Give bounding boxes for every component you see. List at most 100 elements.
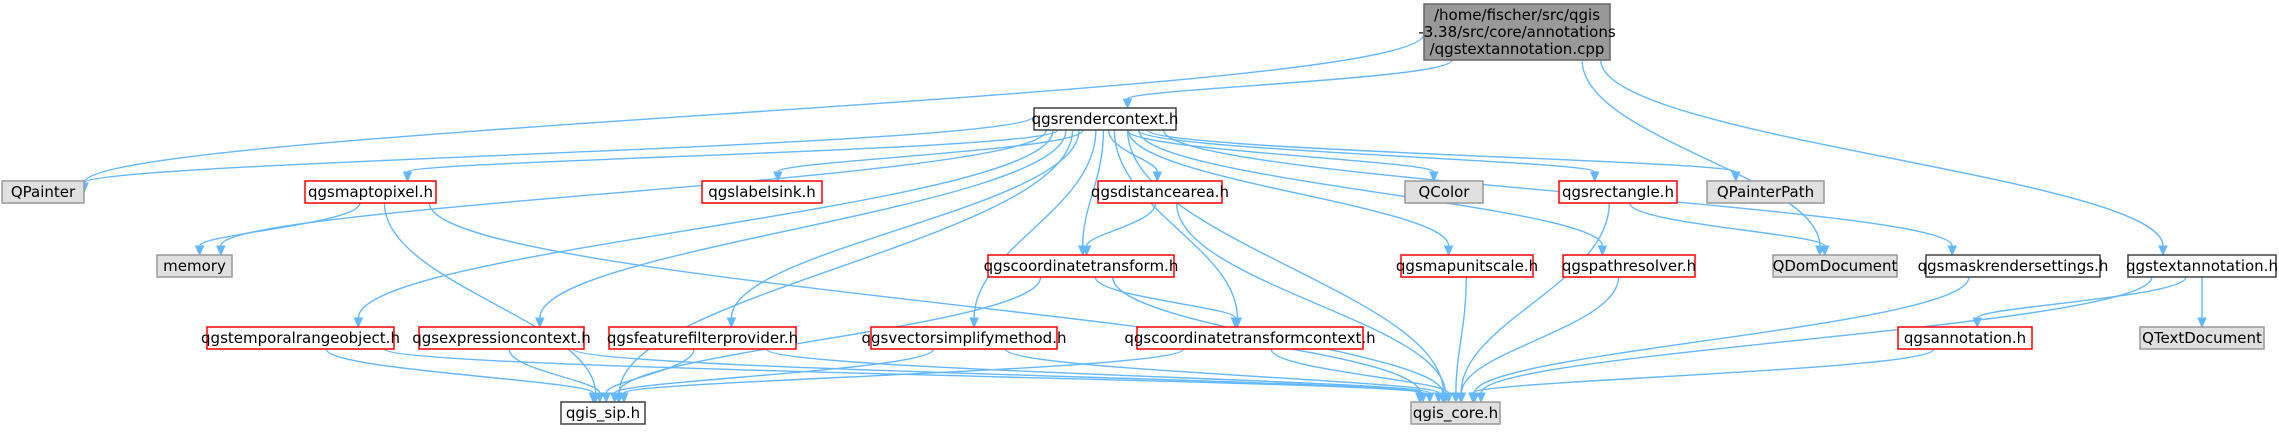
node-label: qgscoordinatetransform.h — [984, 257, 1179, 275]
node-qdomdocument[interactable]: QDomDocument — [1772, 254, 1898, 278]
node-box — [1136, 326, 1364, 350]
node-label: qgis_core.h — [1413, 404, 1498, 423]
edge-temporalrange-to-qgiscore — [383, 348, 1425, 404]
node-label: qgstextannotation.h — [2126, 257, 2278, 275]
edge-root-to-qdomdocument — [1581, 59, 1825, 257]
node-box — [701, 180, 823, 204]
edge-rendercontext-to-maskrender — [1162, 129, 1958, 257]
node-vectorsimplify[interactable]: qgsvectorsimplifymethod.h — [862, 326, 1067, 350]
node-label: /home/fischer/src/qgis — [1434, 6, 1600, 24]
edge-coordtransformctx-to-qgiscore — [1270, 348, 1454, 404]
node-box — [1706, 180, 1825, 204]
node-qpainter[interactable]: QPainter — [1, 180, 85, 204]
node-labelsink[interactable]: qgslabelsink.h — [701, 180, 823, 204]
node-label: QTextDocument — [2142, 329, 2262, 347]
node-qcolor[interactable]: QColor — [1404, 180, 1484, 204]
node-label: -3.38/src/core/annotations — [1418, 23, 1616, 41]
edge-root-to-qpainter — [79, 33, 1425, 194]
edge-annotation-to-qgiscore — [1468, 348, 1935, 404]
edge-textannotation-to-qtextdocument — [2197, 277, 2207, 329]
node-qgissip[interactable]: qgis_sip.h — [560, 401, 646, 425]
node-box — [987, 254, 1175, 278]
edge-exprcontext-to-qgiscore — [572, 348, 1428, 404]
node-box — [1925, 254, 2101, 278]
edge-rendercontext-to-rectangle — [1137, 129, 1600, 183]
edge-rendercontext-to-maptopixel — [402, 129, 1059, 183]
node-label: qgsmaskrendersettings.h — [1918, 257, 2109, 275]
edge-rendercontext-to-coordtransformctx — [1113, 129, 1243, 329]
node-box — [1, 180, 85, 204]
node-box — [1772, 254, 1898, 278]
edge-rendercontext-to-pathresolver — [1138, 129, 1608, 257]
edge-temporalrange-to-qgissip — [325, 348, 598, 404]
edge-maptopixel-to-qgissip — [383, 202, 601, 404]
edge-rendercontext-to-temporalrange — [353, 129, 1054, 329]
node-label: qgsfeaturefilterprovider.h — [607, 329, 798, 347]
node-label: qgsannotation.h — [1904, 329, 2026, 347]
edge-featurefilter-to-qgissip — [601, 348, 695, 404]
node-pathresolver[interactable]: qgspathresolver.h — [1562, 254, 1696, 278]
node-root[interactable]: /home/fischer/src/qgis-3.38/src/core/ann… — [1418, 3, 1616, 61]
node-label: QColor — [1419, 183, 1471, 201]
node-distancearea[interactable]: qgsdistancearea.h — [1091, 180, 1229, 204]
edge-pathresolver-to-qgiscore — [1456, 276, 1620, 404]
dependency-nodes: /home/fischer/src/qgis-3.38/src/core/ann… — [1, 3, 2278, 425]
node-textannotation[interactable]: qgstextannotation.h — [2126, 254, 2278, 278]
node-box — [1097, 180, 1223, 204]
edge-rendercontext-to-qpainterpath — [1146, 129, 1741, 183]
node-label: qgspathresolver.h — [1562, 257, 1696, 275]
node-temporalrange[interactable]: qgstemporalrangeobject.h — [201, 326, 400, 350]
edge-featurefilter-to-qgiscore — [765, 348, 1435, 404]
node-coordtransform[interactable]: qgscoordinatetransform.h — [984, 254, 1179, 278]
node-label: qgsrectangle.h — [1562, 183, 1674, 201]
node-box — [1562, 254, 1696, 278]
node-box — [2127, 254, 2277, 278]
node-qgiscore[interactable]: qgis_core.h — [1410, 401, 1501, 425]
node-rectangle[interactable]: qgsrectangle.h — [1558, 180, 1678, 204]
node-qtextdocument[interactable]: QTextDocument — [2139, 326, 2265, 350]
edge-rendercontext-to-exprcontext — [535, 129, 1067, 329]
node-label: qgis_sip.h — [566, 404, 640, 423]
node-maskrender[interactable]: qgsmaskrendersettings.h — [1918, 254, 2109, 278]
node-box — [206, 326, 395, 350]
node-box — [418, 326, 585, 350]
node-box — [608, 326, 797, 350]
node-featurefilter[interactable]: qgsfeaturefilterprovider.h — [607, 326, 798, 350]
node-qpainterpath[interactable]: QPainterPath — [1706, 180, 1825, 204]
edge-maskrender-to-qgiscore — [1469, 276, 1970, 404]
edge-rectangle-to-qdomdocument — [1628, 202, 1830, 257]
edge-rendercontext-to-vectorsimplify — [969, 129, 1097, 329]
edge-rendercontext-to-labelsink — [773, 129, 1084, 183]
node-label: qgsexpressioncontext.h — [412, 329, 591, 347]
node-label: qgstemporalrangeobject.h — [201, 329, 400, 347]
edge-rendercontext-to-qpainter — [79, 115, 1035, 194]
node-annotation[interactable]: qgsannotation.h — [1897, 326, 2033, 350]
node-mapunitscale[interactable]: qgsmapunitscale.h — [1396, 254, 1538, 278]
node-box — [1558, 180, 1678, 204]
node-exprcontext[interactable]: qgsexpressioncontext.h — [412, 326, 591, 350]
node-label: QPainterPath — [1717, 183, 1814, 201]
edge-distancearea-to-coordtransform — [1081, 202, 1157, 257]
node-coordtransformctx[interactable]: qgscoordinatetransformcontext.h — [1124, 326, 1376, 350]
dependency-edges — [79, 33, 2207, 404]
edge-rendercontext-to-mapunitscale — [1127, 129, 1454, 257]
node-box — [1400, 254, 1534, 278]
node-label: qgsmapunitscale.h — [1396, 257, 1538, 275]
node-box — [156, 254, 233, 278]
edge-rendercontext-to-distancearea — [1107, 129, 1163, 183]
node-memory[interactable]: memory — [156, 254, 233, 278]
node-label: memory — [163, 257, 226, 275]
node-maptopixel[interactable]: qgsmaptopixel.h — [304, 180, 437, 204]
node-label: qgsmaptopixel.h — [308, 183, 433, 201]
node-box — [1897, 326, 2033, 350]
edge-root-to-textannotation — [1600, 59, 2168, 257]
node-rendercontext[interactable]: qgsrendercontext.h — [1032, 107, 1179, 131]
node-box — [304, 180, 437, 204]
edge-coordtransform-to-coordtransformctx — [1094, 276, 1241, 329]
edge-rendercontext-to-featurefilter — [726, 129, 1080, 329]
node-label: qgsdistancearea.h — [1091, 183, 1229, 201]
edge-vectorsimplify-to-qgissip — [609, 348, 935, 404]
node-label: qgslabelsink.h — [708, 183, 816, 201]
edge-exprcontext-to-qgissip — [508, 348, 605, 404]
